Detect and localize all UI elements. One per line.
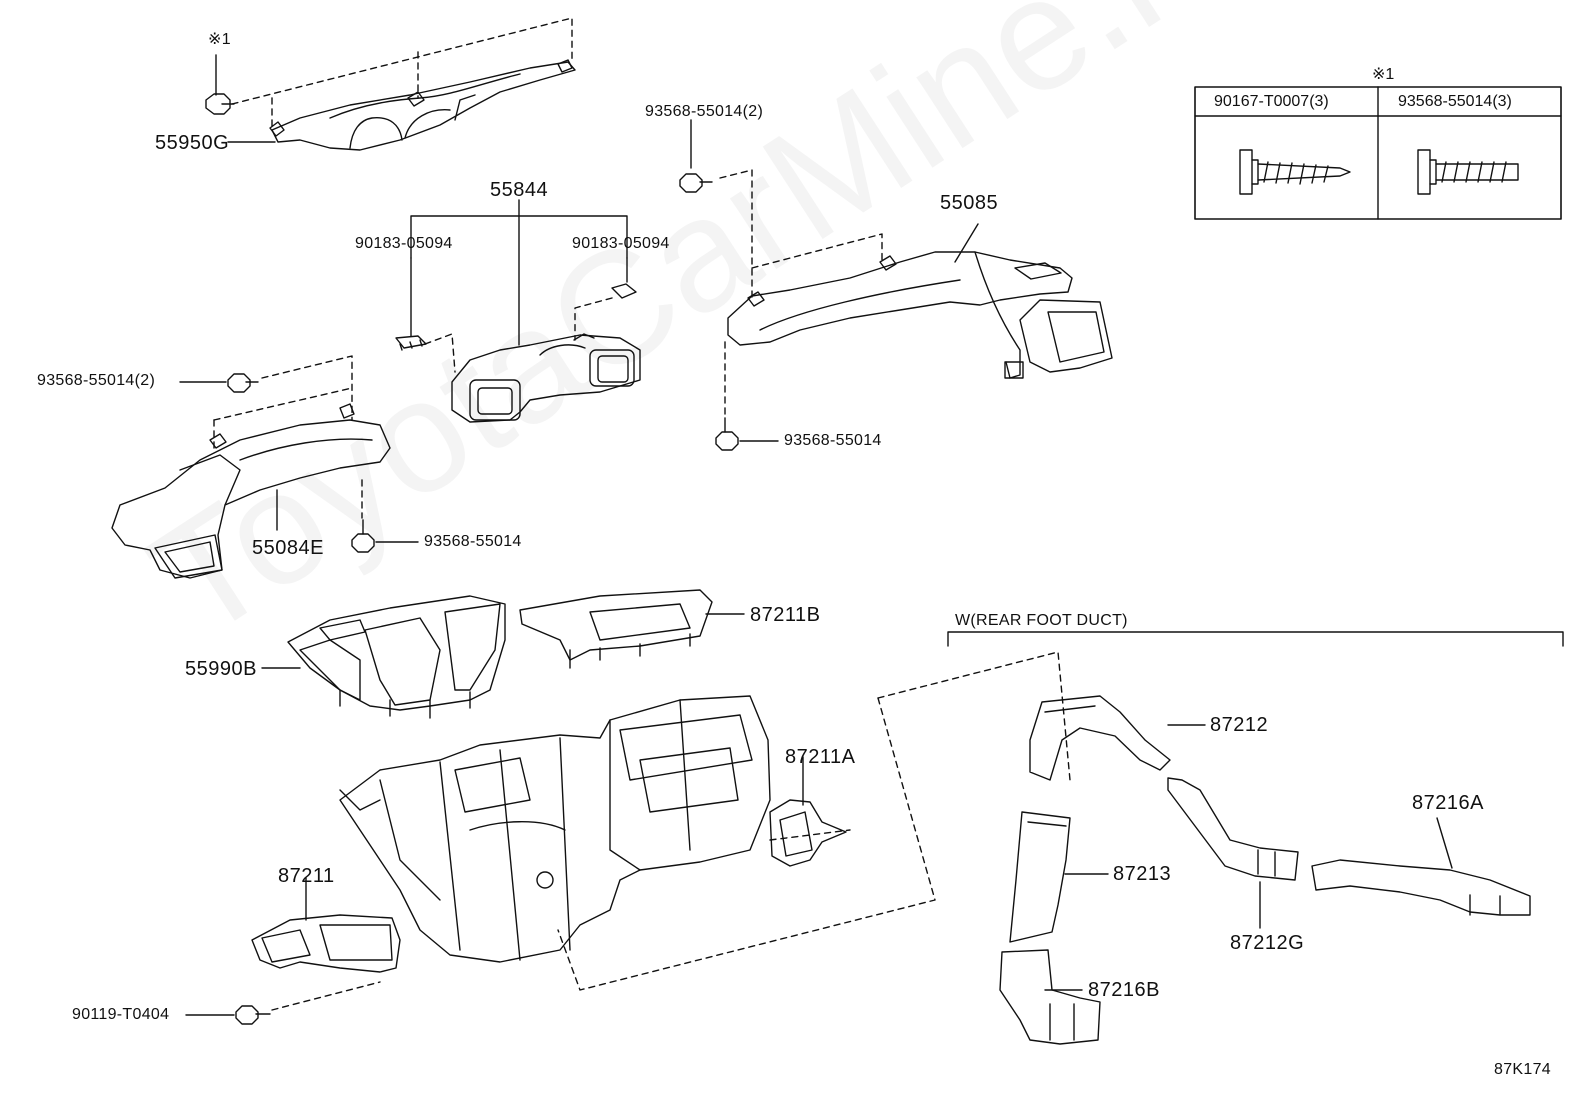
part-label-87211: 87211	[278, 865, 335, 887]
duct-87211-drawing	[251, 914, 401, 973]
part-label-93568-mid: 93568-55014	[784, 432, 882, 449]
leader-55085	[954, 223, 979, 263]
part-label-87216a: 87216A	[1412, 792, 1484, 814]
part-label-87213: 87213	[1113, 863, 1172, 885]
duct-87213-drawing	[1009, 811, 1071, 943]
part-label-93568-top: 93568-55014(2)	[645, 103, 764, 120]
part-label-87211a: 87211A	[785, 746, 856, 768]
clip-90183-a	[395, 335, 427, 351]
part-label-93568-low: 93568-55014	[424, 533, 522, 550]
leader-dashes-55085	[719, 169, 883, 419]
leader-dashes-55084e	[213, 355, 363, 519]
leader-dashes-top	[231, 17, 573, 131]
duct-87211b-drawing	[519, 589, 713, 669]
leader-dashes-55844	[424, 297, 613, 373]
duct-55990b-drawing	[287, 595, 506, 719]
fastener-93568-icon	[1417, 149, 1519, 195]
part-label-90183-a: 90183-05094	[355, 235, 453, 252]
duct-87211a-drawing	[769, 799, 847, 867]
part-label-93568-left: 93568-55014(2)	[37, 372, 156, 389]
duct-87216a-drawing	[1311, 859, 1531, 916]
part-label-55844: 55844	[490, 179, 549, 201]
reference-code: 87K174	[1494, 1061, 1551, 1078]
part-label-87212g: 87212G	[1230, 932, 1305, 954]
part-label-87211b: 87211B	[750, 604, 821, 626]
duct-87212g-drawing	[1167, 777, 1299, 881]
part-label-87212: 87212	[1210, 714, 1269, 736]
table-header-2: 93568-55014(3)	[1398, 93, 1512, 110]
duct-55950g-drawing	[269, 59, 576, 151]
fastener-90167-icon	[1239, 149, 1351, 195]
duct-87216b-drawing	[999, 949, 1101, 1045]
leader-87216a	[1436, 817, 1453, 869]
hvac-unit-drawing	[339, 695, 771, 963]
register-55844-drawing	[451, 333, 641, 423]
leader-dash-90119	[271, 981, 381, 1011]
part-label-87216b: 87216B	[1088, 979, 1160, 1001]
table-header-1: 90167-T0007(3)	[1214, 93, 1329, 110]
bolt-left	[179, 373, 259, 393]
fastener-table	[1194, 86, 1562, 220]
bolt-top-left	[205, 54, 235, 115]
bolt-lower-mid	[351, 519, 419, 553]
mark-note-label: ※1	[208, 31, 231, 48]
section-bracket	[947, 631, 1564, 647]
bolt-top-mid	[679, 119, 713, 193]
duct-87212-drawing	[1029, 695, 1171, 781]
table-marker: ※1	[1372, 66, 1395, 83]
leader-bracket-55844	[410, 199, 628, 346]
part-label-90183-b: 90183-05094	[572, 235, 670, 252]
part-label-55085: 55085	[940, 192, 999, 214]
duct-55084e-drawing	[111, 403, 391, 579]
bolt-mid-right	[715, 417, 779, 451]
part-label-90119: 90119-T0404	[72, 1006, 170, 1023]
leader-dashes-hvac	[557, 651, 1071, 991]
part-label-55950g: 55950G	[155, 132, 230, 154]
clip-90183-b	[611, 283, 637, 299]
section-label-rear-foot-duct: W(REAR FOOT DUCT)	[955, 612, 1128, 629]
duct-55085-drawing	[727, 251, 1113, 379]
part-label-55084e: 55084E	[252, 537, 324, 559]
part-label-55990b: 55990B	[185, 658, 257, 680]
bolt-bottom-left	[185, 1005, 271, 1025]
